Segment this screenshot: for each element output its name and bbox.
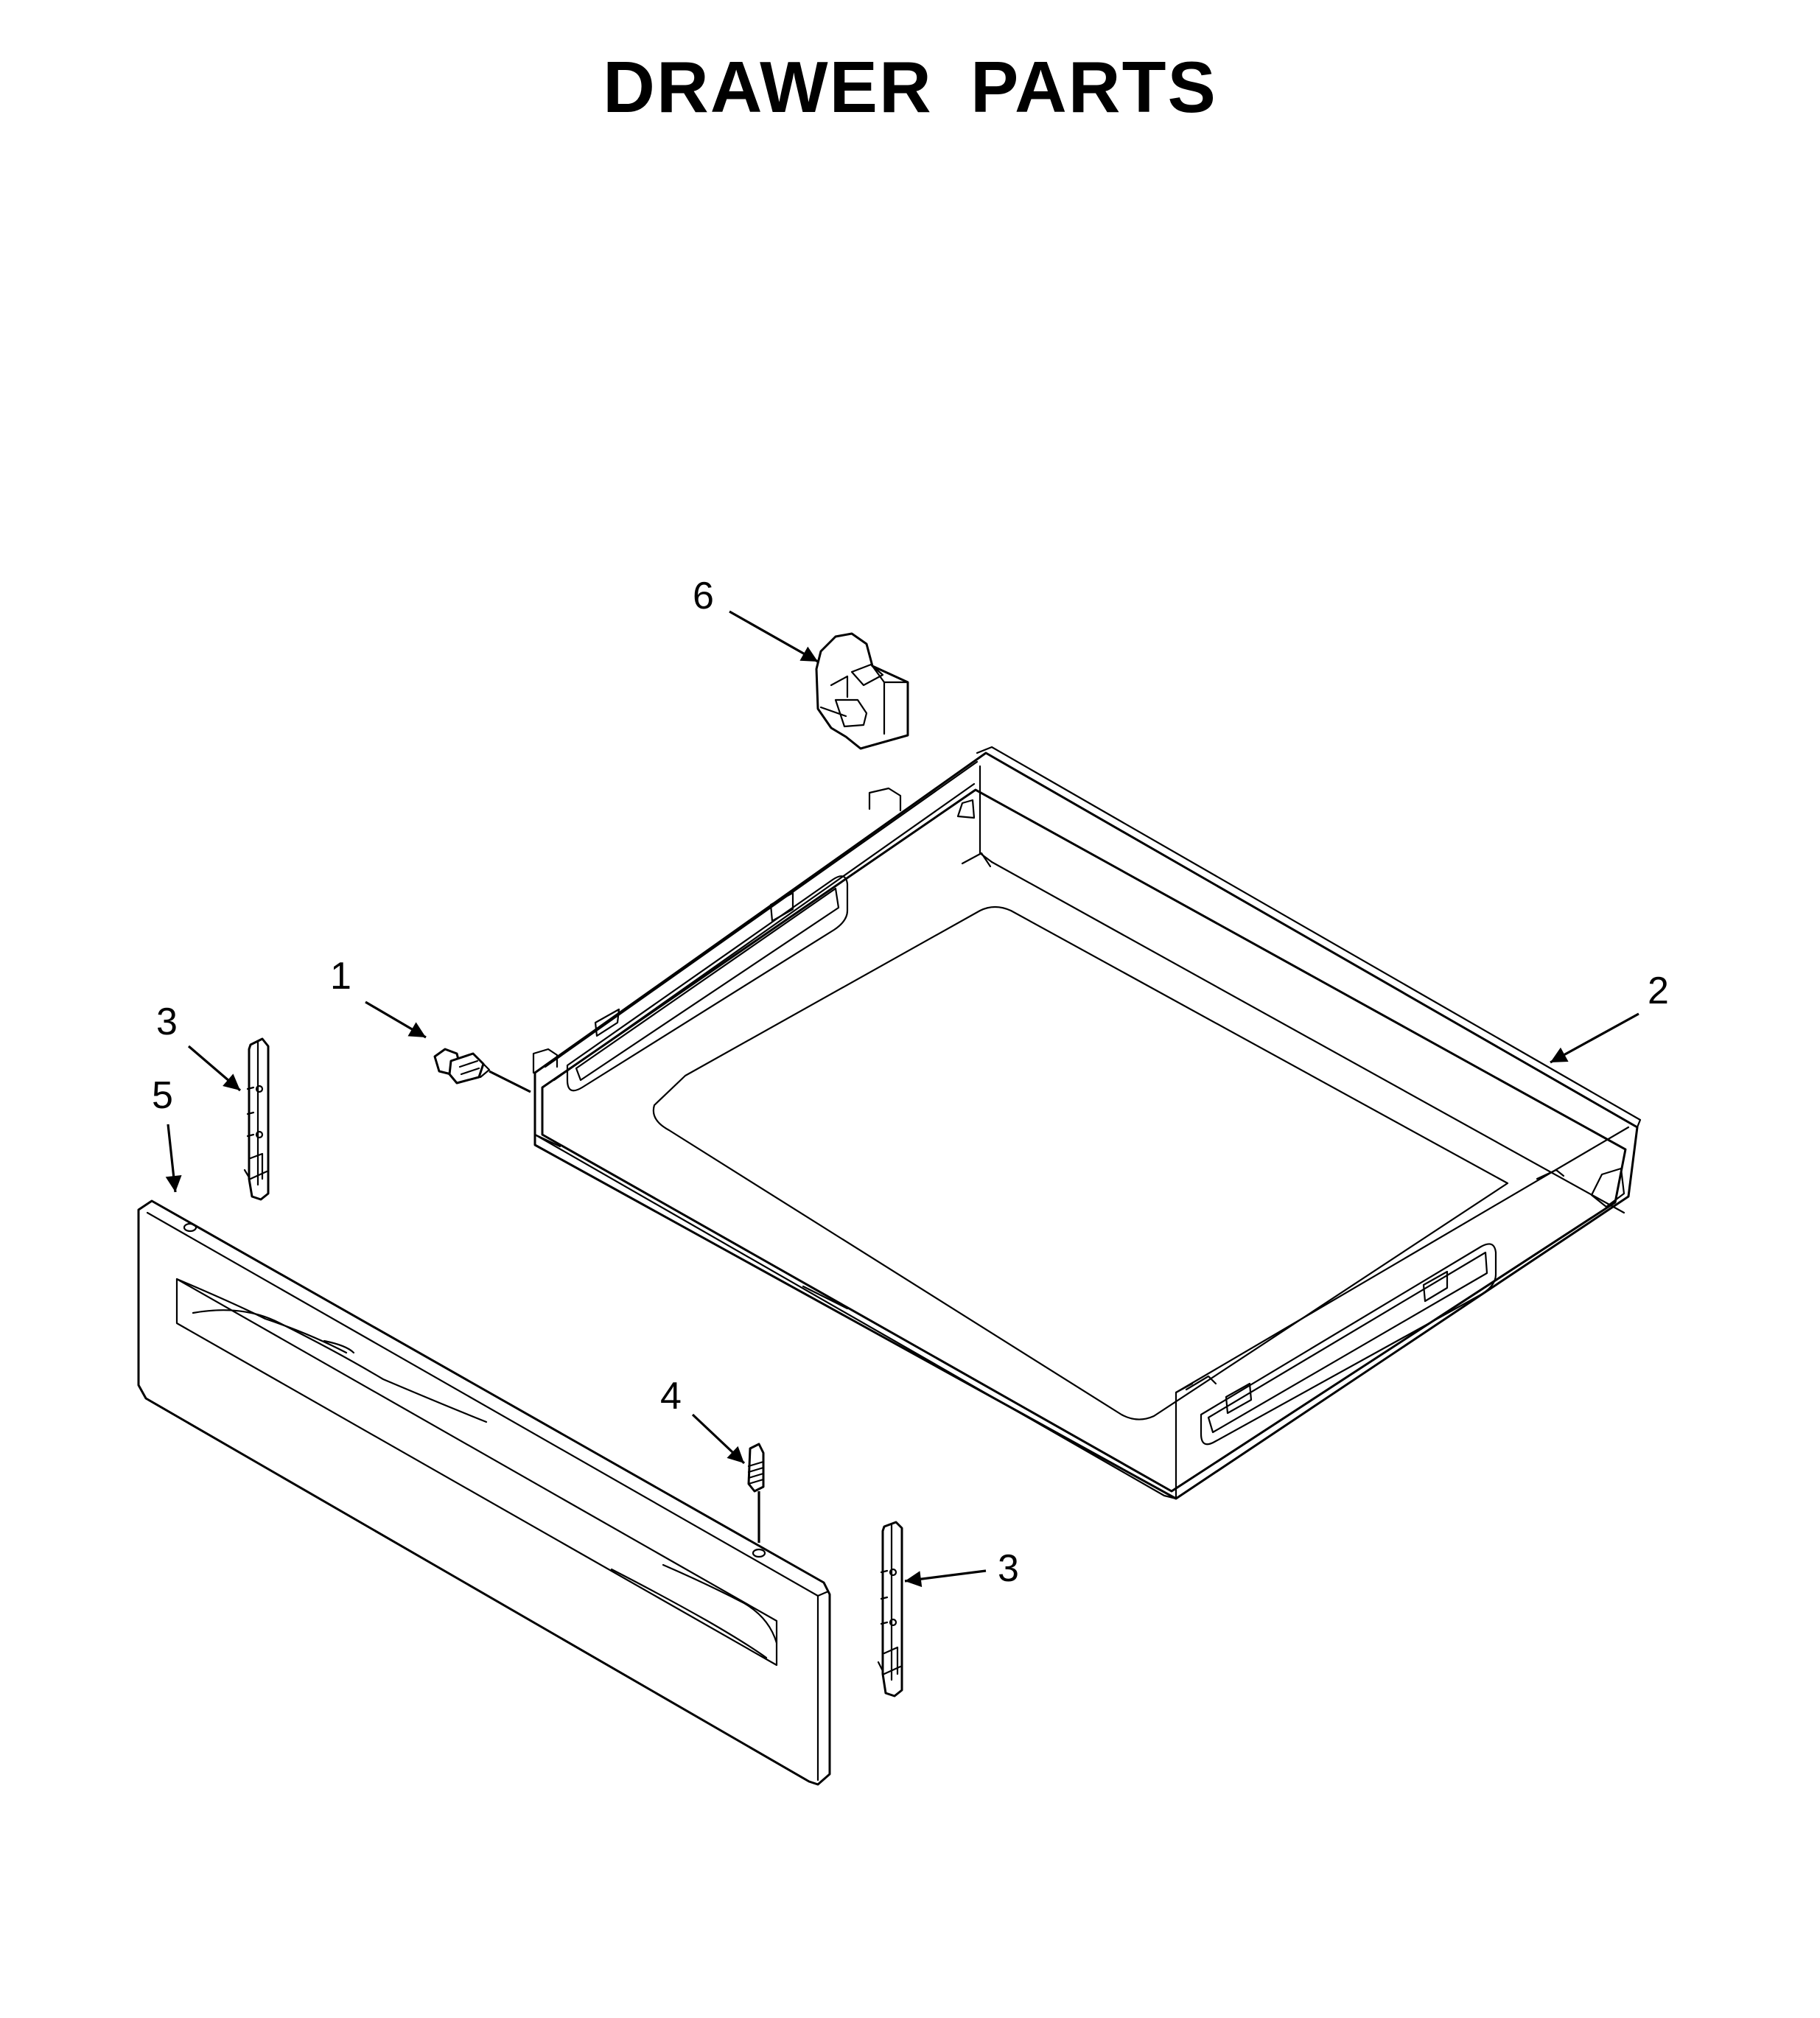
callout-5: 5	[152, 1074, 182, 1193]
drawer-body-part[interactable]	[532, 746, 1642, 1500]
svg-text:6: 6	[693, 575, 714, 617]
svg-text:1: 1	[330, 955, 351, 998]
svg-text:5: 5	[152, 1074, 173, 1117]
callout-6: 6	[693, 575, 819, 663]
svg-text:2: 2	[1648, 970, 1669, 1012]
callout-2: 2	[1550, 970, 1669, 1064]
drawer-front-part[interactable]	[137, 1199, 831, 1786]
svg-text:3: 3	[156, 1001, 178, 1043]
diagram-title: DRAWER PARTS	[603, 46, 1217, 127]
spring-clip-part[interactable]	[747, 1443, 765, 1543]
callout-3-right: 3	[904, 1547, 1019, 1590]
callout-3-left: 3	[156, 1001, 242, 1092]
callout-1: 1	[330, 955, 427, 1039]
bracket-part[interactable]	[815, 632, 909, 750]
svg-text:4: 4	[660, 1375, 682, 1418]
svg-text:3: 3	[998, 1547, 1019, 1590]
slide-left-part[interactable]	[243, 1037, 270, 1201]
slide-right-part[interactable]	[877, 1521, 903, 1698]
screw-part[interactable]	[433, 1048, 531, 1093]
callout-4: 4	[660, 1375, 746, 1465]
